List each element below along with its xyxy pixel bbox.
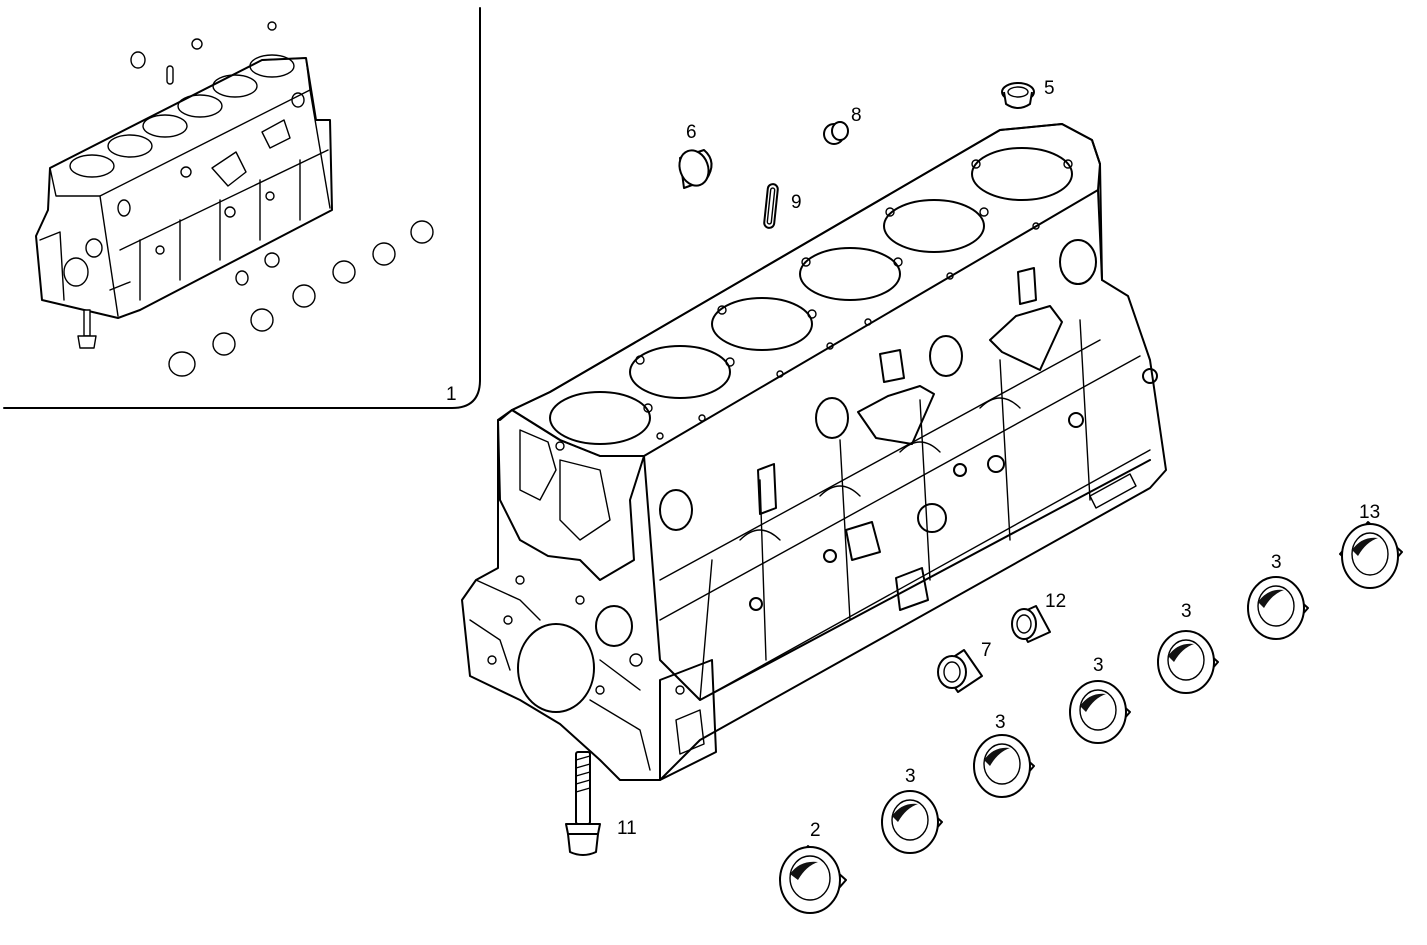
- callout-7: 7: [981, 640, 992, 661]
- part-7-bushing: 7: [937, 640, 992, 693]
- callout-2: 2: [810, 820, 821, 841]
- inset-assembly: 1: [3, 7, 481, 409]
- part-3-bushing-b: 3: [973, 712, 1035, 798]
- callout-6: 6: [686, 122, 697, 143]
- part-13-bushing: 13: [1339, 502, 1403, 589]
- part-3-bushing-a: 3: [881, 766, 943, 854]
- inset-bolt: [77, 309, 97, 349]
- part-5-plug: 5: [1001, 78, 1055, 109]
- inset-plugs: [130, 21, 277, 85]
- part-8-small-plug: 8: [823, 105, 862, 145]
- callout-3c: 3: [1093, 655, 1104, 676]
- part-3-bushing-d: 3: [1157, 601, 1219, 694]
- callout-8: 8: [851, 105, 862, 126]
- deck-holes: [555, 159, 1073, 451]
- callout-13: 13: [1359, 502, 1380, 523]
- inset-frame: [3, 7, 481, 409]
- part-3-bushing-e: 3: [1247, 552, 1309, 640]
- callout-3e: 3: [1271, 552, 1282, 573]
- main-engine-block: [461, 123, 1167, 781]
- callout-1: 1: [446, 384, 457, 405]
- part-2-bushing: 2: [779, 820, 847, 914]
- callout-12: 12: [1045, 591, 1066, 612]
- inset-bushings: [168, 220, 434, 377]
- callout-5: 5: [1044, 78, 1055, 99]
- part-12-bushing: 12: [1011, 591, 1066, 643]
- part-11-bolt: 11: [565, 751, 637, 856]
- callout-3a: 3: [905, 766, 916, 787]
- part-3-bushing-c: 3: [1069, 655, 1131, 744]
- callout-9: 9: [791, 192, 802, 213]
- callout-11: 11: [617, 818, 637, 839]
- callout-3d: 3: [1181, 601, 1192, 622]
- part-6-cup-plug: 6: [678, 122, 713, 189]
- bearing-bushings: 2 3 3 3 3: [779, 502, 1403, 914]
- part-9-oring: 9: [763, 183, 802, 229]
- inset-engine-block: [35, 54, 333, 319]
- callout-3b: 3: [995, 712, 1006, 733]
